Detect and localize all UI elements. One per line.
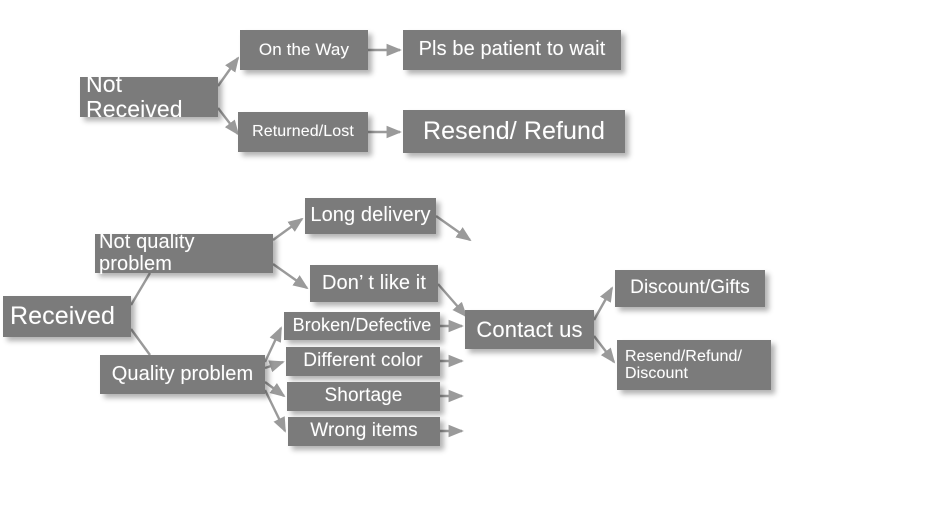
edge-contact-us-to-discount-gifts (592, 286, 614, 321)
edge-not-received-to-on-the-way (217, 56, 240, 87)
edge-quality-to-wrong-items (263, 389, 287, 433)
node-different-color[interactable]: Different color (286, 347, 440, 376)
edge-quality-to-broken-defective (263, 326, 283, 363)
node-quality[interactable]: Quality problem (100, 355, 265, 394)
edge-not-quality-to-long-delivery (272, 217, 304, 241)
node-not-quality[interactable]: Not quality problem (95, 231, 273, 274)
node-on-the-way[interactable]: On the Way (240, 30, 368, 70)
edge-not-received-to-returned-lost (217, 107, 240, 136)
edge-long-delivery-to-contact-us (435, 215, 472, 242)
node-discount-gifts[interactable]: Discount/Gifts (615, 270, 765, 307)
node-broken-defective[interactable]: Broken/Defective (284, 312, 440, 340)
edge-quality-to-shortage (264, 381, 286, 398)
edge-not-quality-to-dont-like-it (272, 263, 309, 290)
node-received[interactable]: Received (3, 296, 131, 337)
node-shortage[interactable]: Shortage (287, 382, 440, 411)
node-long-delivery[interactable]: Long delivery (305, 198, 436, 234)
node-dont-like-it[interactable]: Don’ t like it (310, 265, 438, 302)
edge-received-to-quality (130, 328, 151, 356)
node-resend-refund-disc[interactable]: Resend/Refund/ Discount (617, 340, 771, 390)
node-not-received[interactable]: Not Received (80, 72, 218, 121)
node-pls-be-patient[interactable]: Pls be patient to wait (403, 30, 621, 70)
node-resend-refund[interactable]: Resend/ Refund (403, 110, 625, 153)
edge-received-to-not-quality (129, 272, 152, 306)
node-wrong-items[interactable]: Wrong items (288, 417, 440, 446)
edge-contact-us-to-resend-refund-disc (593, 335, 616, 364)
node-returned-lost[interactable]: Returned/Lost (238, 112, 368, 152)
edge-quality-to-different-color (264, 360, 285, 373)
edge-dont-like-it-to-contact-us (437, 283, 468, 318)
node-contact-us[interactable]: Contact us (465, 310, 594, 349)
